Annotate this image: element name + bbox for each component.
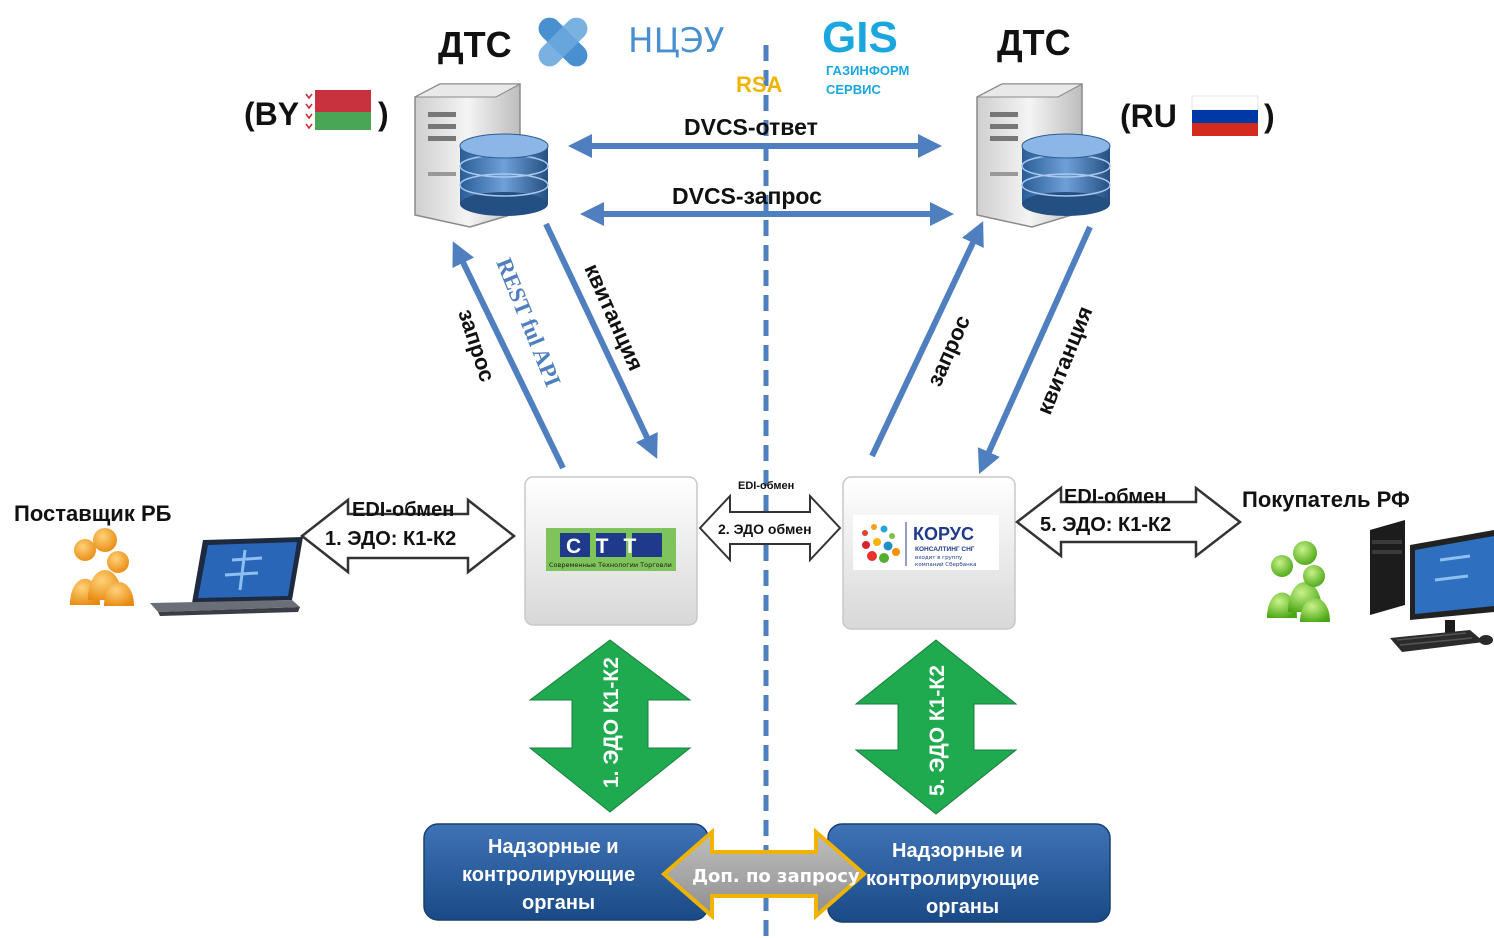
desktop-computer-icon bbox=[1370, 520, 1494, 652]
left-edi-top-label: EDI-обмен bbox=[352, 499, 454, 521]
korus-line1: КОНСАЛТИНГ СНГ bbox=[915, 546, 975, 553]
right-dts-title: ДТС bbox=[997, 22, 1071, 63]
right-edi-arrow bbox=[1014, 485, 1243, 559]
korus-line3: компаний Сбербанка bbox=[915, 561, 976, 568]
left-country-open: (BY bbox=[244, 96, 299, 132]
gis-logo-icon: GIS ГАЗИНФОРМ СЕРВИС bbox=[822, 13, 909, 97]
flag-by-icon bbox=[303, 90, 371, 130]
ctt-logo-text: СТТ bbox=[566, 535, 651, 558]
left-edi-bottom-label: 1. ЭДО: К1-К2 bbox=[325, 528, 456, 550]
ncey-logo-icon bbox=[538, 17, 588, 67]
mid-edi-arrow bbox=[698, 493, 842, 563]
flag-ru-icon bbox=[1191, 95, 1259, 136]
bottom-exchange-arrow bbox=[660, 827, 868, 921]
left-authority-line1: Надзорные и bbox=[488, 836, 619, 858]
left-request-arrow bbox=[452, 241, 566, 470]
buyer-people-icon bbox=[1267, 541, 1330, 622]
ncey-logo-text: НЦЭУ bbox=[628, 21, 725, 61]
left-vertical-arrow bbox=[528, 639, 692, 813]
gis-logo-sub2: СЕРВИС bbox=[826, 82, 881, 97]
dvcs-response-label: DVCS-ответ bbox=[684, 114, 818, 140]
left-authority-line2: контролирующие bbox=[462, 864, 635, 886]
supplier-people-icon bbox=[70, 528, 134, 606]
operator-korus-box: КОРУС КОНСАЛТИНГ СНГ входит в группу ком… bbox=[842, 476, 1016, 630]
buyer-label: Покупатель РФ bbox=[1242, 487, 1410, 512]
right-authority-line2: контролирующие bbox=[866, 868, 1039, 890]
right-request-label: запрос bbox=[922, 311, 975, 390]
left-receipt-arrow bbox=[543, 222, 658, 459]
korus-logo-text: КОРУС bbox=[913, 524, 974, 544]
left-authority-line3: органы bbox=[522, 892, 595, 914]
right-server-icon bbox=[976, 83, 1111, 228]
left-edi-arrow bbox=[299, 497, 517, 575]
right-authority-line3: органы bbox=[926, 896, 999, 918]
dvcs-request-label: DVCS-запрос bbox=[672, 183, 822, 209]
right-receipt-label: квитанция bbox=[1031, 303, 1097, 418]
gis-logo-sub1: ГАЗИНФОРМ bbox=[826, 63, 909, 78]
right-edi-top-label: EDI-обмен bbox=[1064, 486, 1166, 508]
left-country-close: ) bbox=[378, 96, 389, 132]
right-request-arrow bbox=[869, 221, 984, 458]
supplier-label: Поставщик РБ bbox=[14, 501, 172, 526]
rsa-label: RSA bbox=[736, 72, 783, 97]
mid-edi-bottom-label: 2. ЭДО обмен bbox=[718, 521, 812, 537]
right-edi-bottom-label: 5. ЭДО: К1-К2 bbox=[1040, 514, 1171, 536]
left-api-label: REST ful API bbox=[491, 255, 565, 391]
korus-logo-icon bbox=[862, 522, 907, 566]
ctt-subtitle: Современные Технологии Торговли bbox=[549, 561, 672, 569]
right-vertical-label: 5. ЭДО К1-К2 bbox=[926, 665, 949, 796]
right-country-close: ) bbox=[1264, 98, 1275, 134]
left-vertical-label: 1. ЭДО К1-К2 bbox=[600, 657, 623, 788]
gis-logo-text: GIS bbox=[822, 13, 898, 62]
mid-edi-top-label: EDI-обмен bbox=[738, 480, 794, 492]
left-server-icon bbox=[414, 83, 549, 228]
right-vertical-arrow bbox=[854, 639, 1018, 815]
left-dts-title: ДТС bbox=[438, 24, 512, 65]
laptop-icon bbox=[150, 537, 303, 616]
right-authority-line1: Надзорные и bbox=[892, 840, 1023, 862]
ctt-logo-icon: СТТ bbox=[560, 533, 662, 558]
korus-line2: входит в группу bbox=[915, 555, 963, 561]
operator-ctt-box: СТТ Современные Технологии Торговли bbox=[524, 476, 698, 626]
right-receipt-arrow bbox=[977, 225, 1093, 474]
bottom-exchange-label: Доп. по запросу bbox=[692, 866, 860, 887]
right-country-open: (RU bbox=[1120, 98, 1177, 134]
